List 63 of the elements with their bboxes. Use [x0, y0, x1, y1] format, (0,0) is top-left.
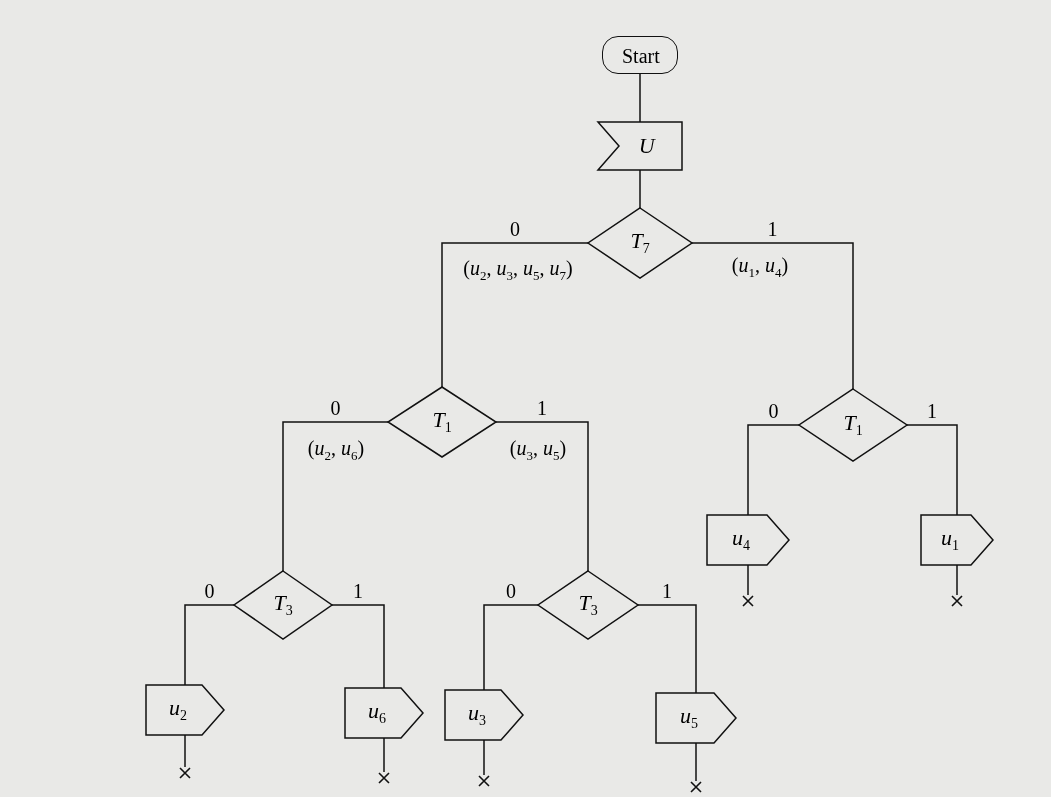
output-label: u$_{1}$ — [941, 527, 959, 554]
output-pentagon — [445, 690, 523, 740]
output-label: u$_{4}$ — [732, 527, 750, 554]
edge-label: 0 — [508, 219, 522, 239]
end-cross — [690, 781, 702, 793]
connector-line — [691, 242, 854, 390]
connector-line — [639, 169, 641, 209]
connector-line — [441, 242, 589, 388]
decision-label: T$_{7}$ — [630, 230, 650, 257]
output-label: u$_{5}$ — [680, 705, 698, 732]
decision-diamond — [388, 387, 496, 457]
decision-label: T$_{1}$ — [432, 409, 452, 436]
terminal-label: Start — [622, 46, 660, 66]
decision-diamond — [234, 571, 332, 639]
output-pentagon — [345, 688, 423, 738]
connector-line — [383, 737, 385, 773]
edge-label: 1 — [660, 581, 674, 601]
connector-line — [184, 734, 186, 768]
output-pentagon — [146, 685, 224, 735]
connector-line — [956, 564, 958, 596]
output-label: u$_{3}$ — [468, 702, 486, 729]
connector-line — [184, 604, 235, 686]
connector-line — [495, 421, 589, 572]
start-terminal — [602, 36, 678, 74]
connector-line — [282, 421, 389, 572]
edge-label: 1 — [925, 401, 939, 421]
input-flag — [598, 122, 682, 170]
output-pentagon — [656, 693, 736, 743]
decision-label: T$_{1}$ — [843, 412, 863, 439]
connector-line — [906, 424, 958, 516]
output-label: u$_{2}$ — [169, 697, 187, 724]
connector-line — [483, 604, 539, 691]
connector-line — [747, 564, 749, 596]
edge-label: 1 — [535, 398, 549, 418]
edge-label: 0 — [202, 581, 217, 601]
connector-line — [747, 424, 800, 516]
edge-label: 1 — [351, 581, 365, 601]
connector-line — [639, 73, 641, 123]
connector-line — [695, 742, 697, 782]
output-pentagon — [921, 515, 993, 565]
end-cross — [742, 595, 754, 607]
end-cross — [179, 767, 191, 779]
connector-line — [637, 604, 697, 694]
branch-set-label: (u$_{1}$, u$_{4}$) — [731, 255, 789, 279]
decision-diamond — [588, 208, 692, 278]
edge-label: 0 — [504, 581, 518, 601]
decision-diamond — [799, 389, 907, 461]
edge-label: 0 — [766, 401, 781, 421]
input-label: U — [638, 135, 655, 157]
decision-diamond — [538, 571, 638, 639]
connector-line — [331, 604, 385, 689]
output-pentagon — [707, 515, 789, 565]
decision-label: T$_{3}$ — [273, 592, 293, 619]
connector-line — [483, 739, 485, 776]
edge-label: 0 — [328, 398, 343, 418]
branch-set-label: (u$_{2}$, u$_{3}$, u$_{5}$, u$_{7}$) — [463, 258, 573, 282]
end-cross — [951, 595, 963, 607]
output-label: u$_{6}$ — [368, 700, 386, 727]
end-cross — [378, 772, 390, 784]
decision-label: T$_{3}$ — [578, 592, 598, 619]
branch-set-label: (u$_{3}$, u$_{5}$) — [509, 438, 567, 462]
end-cross — [478, 775, 490, 787]
branch-set-label: (u$_{2}$, u$_{6}$) — [307, 438, 365, 462]
